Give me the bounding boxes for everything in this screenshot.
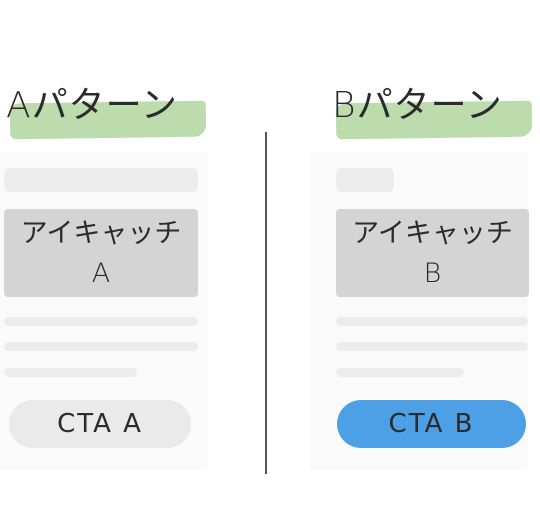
pattern-a-title-wrap: Aパターン — [6, 62, 216, 142]
pattern-b-eyecatch-label: アイキャッチ — [352, 218, 513, 249]
pattern-a-title: Aパターン — [6, 85, 178, 126]
pattern-b-card: アイキャッチ B CTA B — [310, 152, 529, 470]
pattern-b-cta-button[interactable]: CTA B — [337, 400, 526, 448]
pattern-a-text-line — [4, 368, 137, 377]
pattern-b-panel: Bパターン アイキャッチ B CTA B — [310, 0, 540, 530]
pattern-b-eyecatch-letter: B — [423, 258, 442, 289]
pattern-b-eyecatch: アイキャッチ B — [336, 209, 529, 297]
pattern-a-text-line — [4, 317, 198, 326]
pattern-a-eyecatch: アイキャッチ A — [4, 209, 198, 297]
pattern-a-header-bar — [4, 168, 198, 192]
pattern-a-eyecatch-label: アイキャッチ — [20, 218, 182, 249]
pattern-b-title: Bパターン — [332, 85, 503, 126]
pattern-a-card: アイキャッチ A CTA A — [0, 152, 208, 470]
pattern-a-text-line — [4, 342, 198, 351]
pattern-a-panel: Aパターン アイキャッチ A CTA A — [0, 0, 230, 530]
pattern-divider — [265, 132, 267, 474]
pattern-b-text-line — [336, 368, 464, 377]
pattern-b-text-line — [336, 342, 528, 351]
pattern-b-text-line — [336, 317, 528, 326]
pattern-a-cta-button[interactable]: CTA A — [9, 400, 191, 448]
pattern-b-title-wrap: Bパターン — [332, 62, 540, 142]
pattern-a-eyecatch-letter: A — [91, 258, 111, 289]
pattern-b-header-bar — [336, 168, 394, 192]
